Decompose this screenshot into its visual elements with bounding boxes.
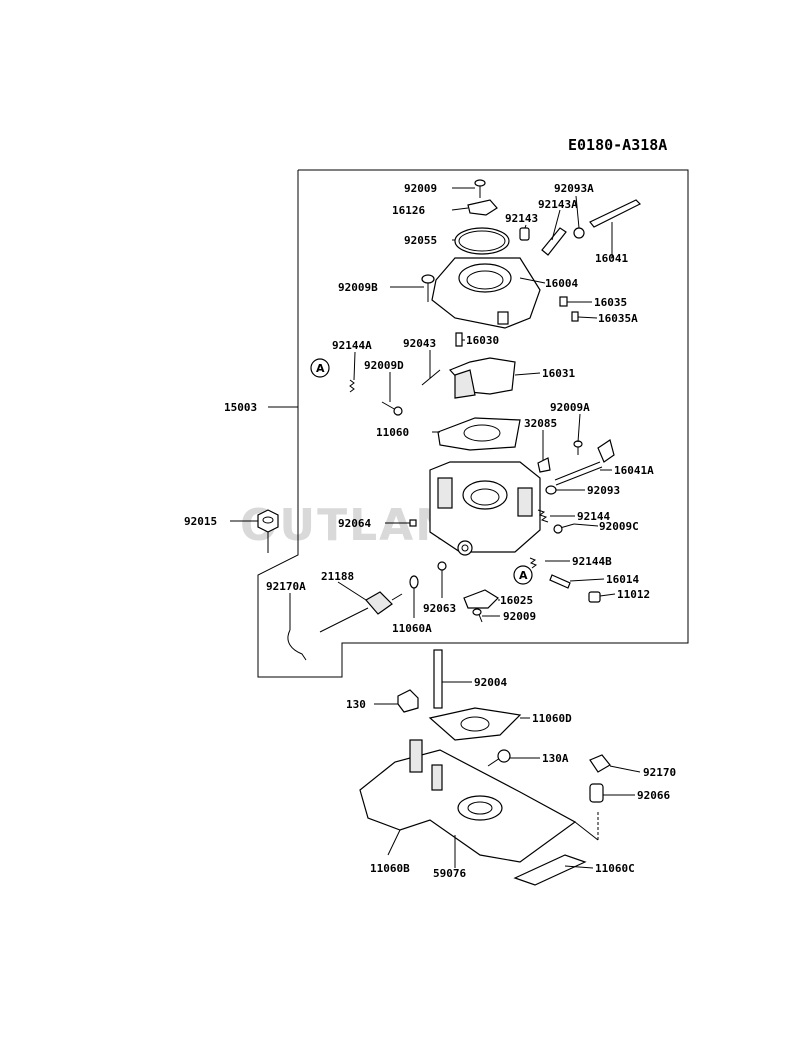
label-92063: 92063 [423,602,456,615]
screw-92009-part [474,179,486,198]
plate-16126-part [467,199,498,216]
top-cover-16004-part [431,257,541,329]
label-92009-bottom: 92009 [503,610,536,623]
clamp-92170a-part [287,629,307,661]
label-32085: 32085 [524,417,557,430]
label-92144a: 92144A [332,339,372,352]
label-11012: 11012 [617,588,650,601]
diagram-code: E0180-A318A [568,136,667,154]
pin-16030-part [455,332,463,347]
sleeve-92066-part [589,783,604,803]
label-16004: 16004 [545,277,578,290]
label-11060c: 11060C [595,862,635,875]
pin-92043-part [421,369,441,386]
label-16031: 16031 [542,367,575,380]
label-11060a: 11060A [392,622,432,635]
label-92143a: 92143A [538,198,578,211]
label-92009c: 92009C [599,520,639,533]
spring-92144-part [537,509,549,523]
label-92015: 92015 [184,515,217,528]
label-92009d: 92009D [364,359,404,372]
screw-92064-part [409,519,417,527]
label-11060d: 11060D [532,712,572,725]
label-92009b: 92009B [338,281,378,294]
washer-92093-part [545,485,557,495]
bolt-130a-part [487,749,511,767]
float-16031-part [448,357,516,399]
label-130a: 130A [542,752,569,765]
label-11060: 11060 [376,426,409,439]
clip-32085-part [537,457,551,473]
bolt-130-part [397,689,419,713]
spring-92144b-part [529,557,538,569]
lever-16041-part [589,199,642,228]
clamp-92170-part [589,754,611,773]
label-92170: 92170 [643,766,676,779]
jet-16035-part [559,296,568,307]
label-16041: 16041 [595,252,628,265]
screw-92009c-part [553,523,575,534]
label-92009-top: 92009 [404,182,437,195]
label-16014: 16014 [606,573,639,586]
cap-11012-part [588,591,601,603]
carburetor-body-part [429,461,541,556]
assembly-frame [257,169,689,678]
label-92144: 92144 [577,510,610,523]
label-21188: 21188 [321,570,354,583]
label-92009a: 92009A [550,401,590,414]
label-16035: 16035 [594,296,627,309]
label-15003: 15003 [224,401,257,414]
leader-lines [230,187,641,869]
label-92043: 92043 [403,337,436,350]
jet-16035a-part [571,311,579,322]
solenoid-21188-part [319,591,403,633]
gasket-11060c-part [513,854,587,886]
label-92093a: 92093A [554,182,594,195]
shaft-16041a-part [554,439,615,486]
label-92143: 92143 [505,212,538,225]
screw-92009-bottom-part [472,608,483,623]
label-92170a: 92170A [266,580,306,593]
label-16035a: 16035A [598,312,638,325]
ref-marker-a-left: A [310,358,330,378]
label-92055: 92055 [404,234,437,247]
screw-92009d-part [381,401,403,416]
label-92064: 92064 [338,517,371,530]
gasket-11060d-part [428,707,522,741]
label-92144b: 92144B [572,555,612,568]
gasket-11060-part [437,417,521,451]
label-92066: 92066 [637,789,670,802]
svg-text:A: A [316,362,325,375]
ref-marker-a-right: A [513,565,533,585]
label-59076: 59076 [433,867,466,880]
label-16025: 16025 [500,594,533,607]
spring-92144a-part [349,379,355,393]
label-16126: 16126 [392,204,425,217]
cap-92143-part [519,227,530,241]
label-16041a: 16041A [614,464,654,477]
svg-text:A: A [519,569,528,582]
label-130: 130 [346,698,366,711]
needle-16014-part [549,574,571,589]
intake-manifold-59076-part [359,739,577,863]
washer-92063-part [437,561,447,571]
label-92093: 92093 [587,484,620,497]
label-92004: 92004 [474,676,507,689]
label-11060b: 11060B [370,862,410,875]
stud-92004-part [433,649,443,709]
pipe-92143a-part [541,227,567,256]
screw-92009a-part [573,440,583,455]
nut-92015-part [257,509,279,533]
plate-16025-part [463,589,499,609]
label-16030: 16030 [466,334,499,347]
washer-11060a-part [409,575,419,589]
screw-92009b-part [421,274,435,302]
o-ring-92055-part [454,227,510,255]
ring-92093a-part [573,227,585,239]
